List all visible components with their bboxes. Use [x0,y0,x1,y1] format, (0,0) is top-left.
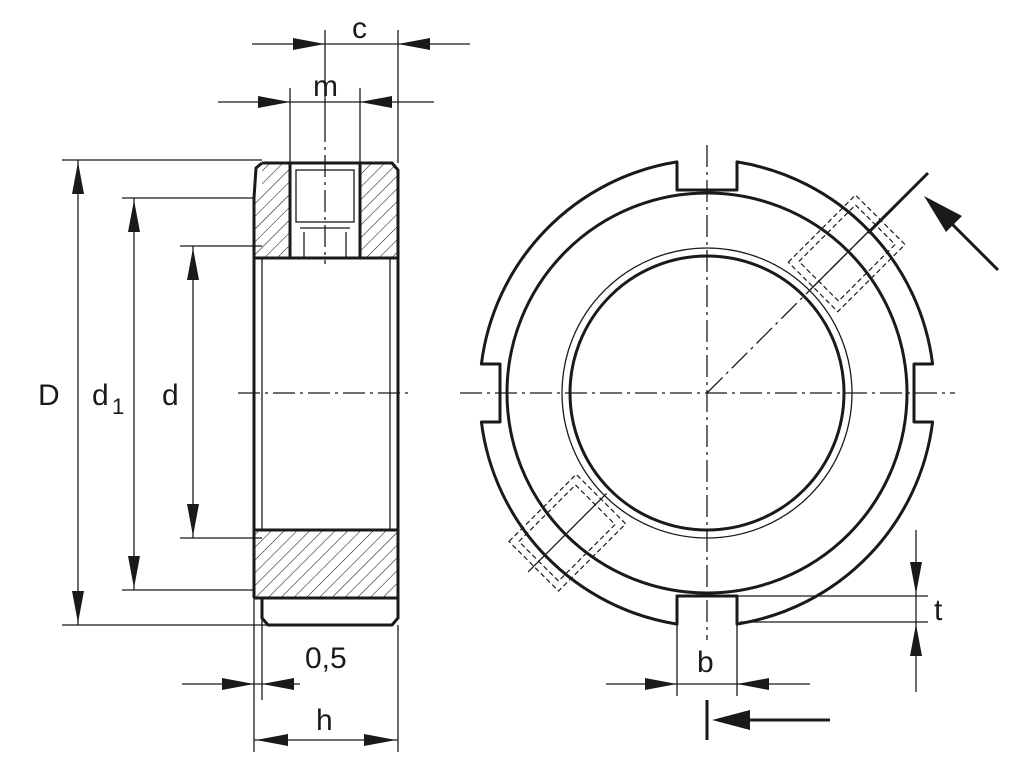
label-h: h [316,704,333,737]
dimension-0-5 [182,598,300,700]
dimension-t [737,530,928,692]
label-c: c [352,12,367,45]
dimension-d [180,245,262,539]
label-d: d [162,379,179,412]
label-d1-subscript: 1 [112,394,124,419]
label-t: t [934,594,943,627]
label-0-5: 0,5 [305,642,347,675]
dimension-h [253,625,399,752]
label-b: b [697,646,714,679]
label-d1: d [92,379,109,412]
view-arrow-bottom [705,700,830,740]
dimension-m [218,88,434,163]
label-m: m [313,70,338,103]
bottom-section-hatch [254,530,398,598]
view-arrow-upper-right [866,171,1000,272]
dimension-c [252,30,470,163]
dimension-D [62,159,268,626]
dimension-d1 [122,197,254,591]
dimension-b [606,596,810,696]
label-D: D [38,379,60,412]
side-section-view [238,120,412,627]
